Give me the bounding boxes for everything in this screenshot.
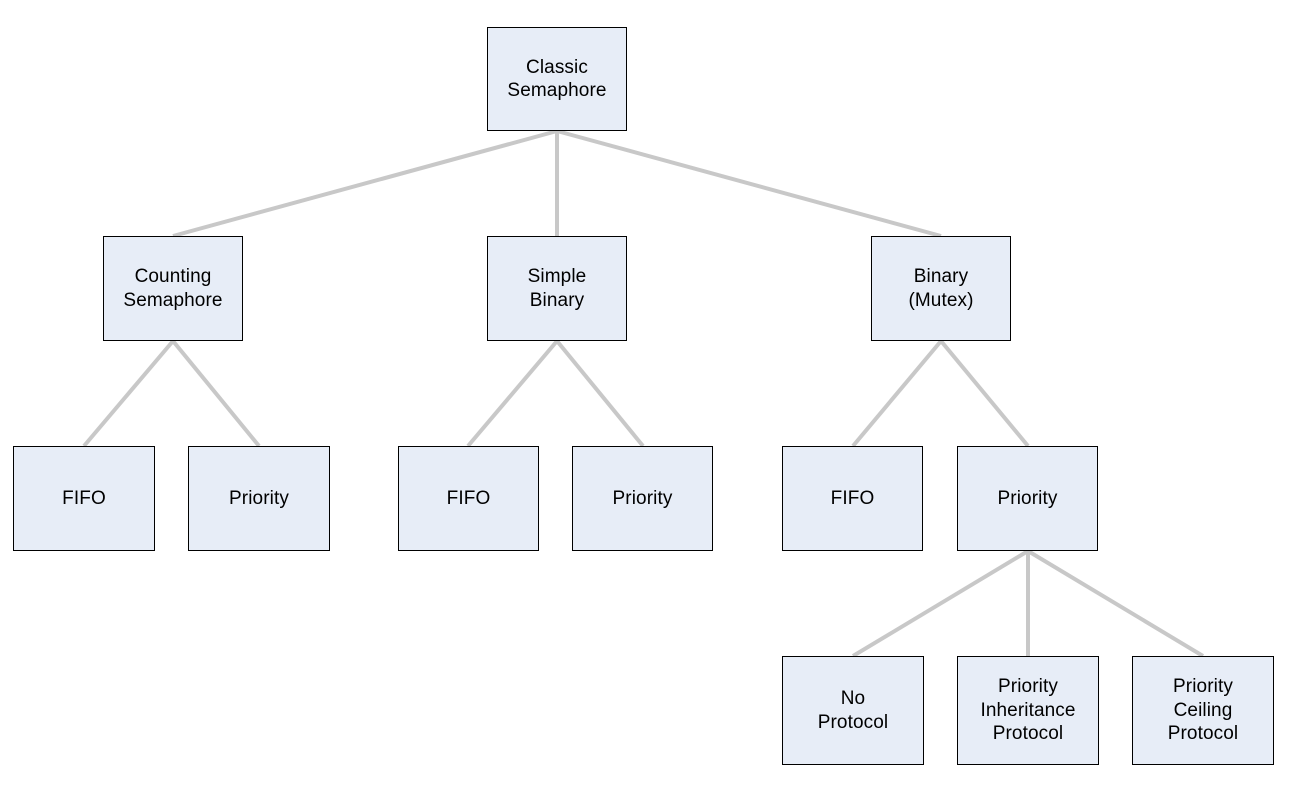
node-simple-binary[interactable]: Simple Binary [487, 236, 627, 341]
node-counting-priority[interactable]: Priority [188, 446, 330, 551]
node-mutex-priority[interactable]: Priority [957, 446, 1098, 551]
edge-simple-fifo [466, 339, 559, 448]
node-label-counting-semaphore: Counting Semaphore [123, 266, 223, 311]
node-binary-mutex[interactable]: Binary (Mutex) [871, 236, 1011, 341]
edge-priority-ceiling [1026, 549, 1205, 658]
edge-binary-priority [939, 339, 1030, 448]
node-label-mutex-fifo: FIFO [830, 487, 875, 509]
node-label-priority-inheritance-protocol: Priority Inheritance Protocol [980, 676, 1076, 745]
node-label-priority-ceiling-protocol: Priority Ceiling Protocol [1167, 676, 1239, 745]
edge-binary-fifo [851, 339, 943, 448]
node-label-simple-fifo: FIFO [446, 487, 491, 509]
node-no-protocol[interactable]: No Protocol [782, 656, 924, 765]
edge-counting-fifo [82, 339, 175, 448]
node-classic-semaphore[interactable]: Classic Semaphore [487, 27, 627, 131]
node-label-classic-semaphore: Classic Semaphore [507, 56, 607, 102]
node-label-simple-binary: Simple Binary [527, 266, 587, 311]
node-priority-inheritance-protocol[interactable]: Priority Inheritance Protocol [957, 656, 1099, 765]
node-counting-semaphore[interactable]: Counting Semaphore [103, 236, 243, 341]
node-label-counting-priority: Priority [229, 487, 289, 509]
node-label-binary-mutex: Binary (Mutex) [908, 266, 974, 311]
edge-classic-binary [556, 129, 942, 238]
edge-simple-priority [555, 339, 645, 448]
node-counting-fifo[interactable]: FIFO [13, 446, 155, 551]
node-label-simple-priority: Priority [612, 487, 673, 509]
node-label-counting-fifo: FIFO [62, 487, 106, 509]
edge-priority-no-protocol [851, 549, 1030, 658]
node-priority-ceiling-protocol[interactable]: Priority Ceiling Protocol [1132, 656, 1274, 765]
node-label-mutex-priority: Priority [997, 487, 1058, 509]
node-label-no-protocol: No Protocol [817, 688, 889, 733]
node-simple-fifo[interactable]: FIFO [398, 446, 539, 551]
node-mutex-fifo[interactable]: FIFO [782, 446, 923, 551]
node-simple-priority[interactable]: Priority [572, 446, 713, 551]
edge-counting-priority [171, 339, 261, 448]
edge-classic-counting [172, 129, 558, 238]
